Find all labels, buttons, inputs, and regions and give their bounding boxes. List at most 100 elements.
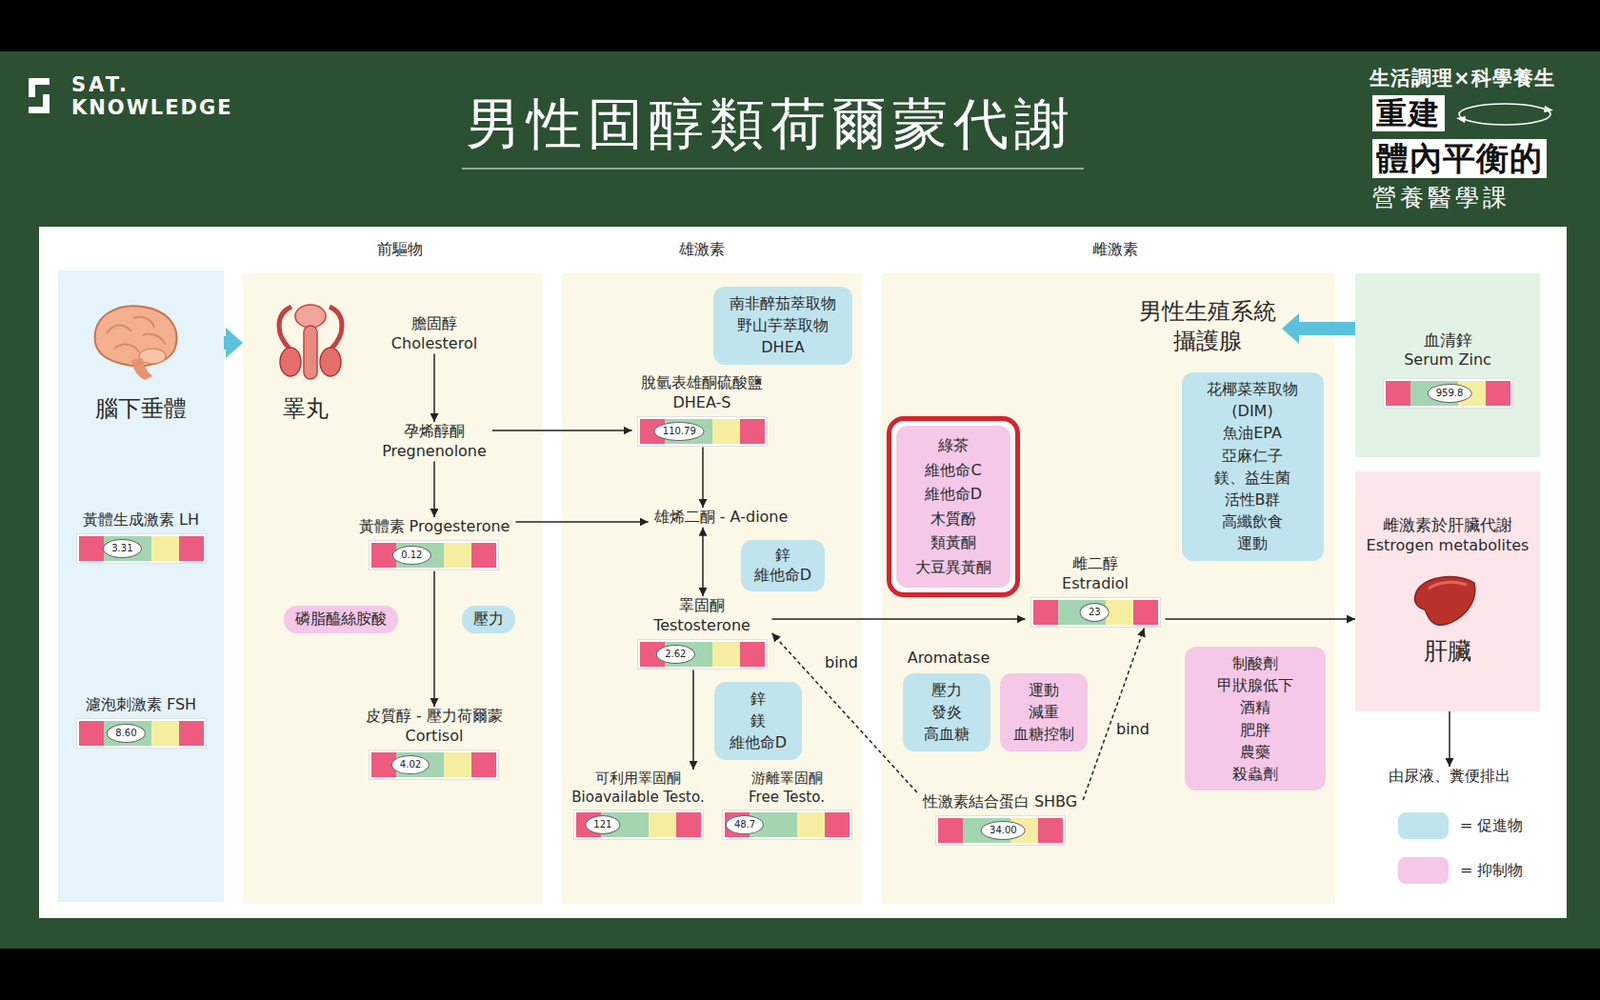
liver-illustration [1414, 577, 1475, 626]
label-text: Estrogen metabolites [1366, 536, 1530, 557]
label-text: 脫氫表雄酮硫酸鹽 [638, 373, 767, 394]
nutrient-box: 鋅鎂維他命D [714, 681, 802, 760]
label-text: 游離睪固酮 [722, 769, 852, 789]
brain-fold [106, 317, 166, 353]
text-slot: bind [1116, 720, 1150, 740]
connector [1082, 628, 1144, 800]
gauge-bar: 2.62 [638, 640, 767, 669]
text-slot: 前驅物 [377, 240, 423, 260]
testis [280, 347, 301, 377]
label-text: 木質酚 [905, 506, 1001, 532]
text-slot: 男性固醇類荷爾蒙代謝 [465, 91, 1076, 159]
nutrient-box: 花椰菜萃取物(DIM)魚油EPA亞麻仁子鎂、益生菌活性B群高纖飲食運動 [1181, 372, 1324, 561]
text-slot: 腦下垂體 [95, 394, 187, 424]
label-text: 壓力 [914, 679, 980, 701]
hormone-node: 性激素結合蛋白 SHBG 34.00 [917, 792, 1083, 847]
connector [433, 461, 436, 518]
bladder [295, 304, 326, 328]
hormone-node: 睪固酮Testosterone2.62 [632, 596, 773, 671]
text-slot: 重建 [1372, 95, 1445, 132]
label-text: 睪丸 [282, 394, 329, 424]
label-text: Estradiol [1031, 574, 1160, 595]
label-text: 野山芋萃取物 [724, 314, 841, 337]
text-node: 男性生殖系統攝護腺 [1133, 297, 1282, 357]
gauge-value: 2.62 [656, 644, 695, 664]
gauge-bar: 34.00 [936, 816, 1065, 845]
value-number: 2.62 [664, 648, 686, 660]
green-ground [0, 51, 1600, 949]
label-text: 花椰菜萃取物 [1193, 378, 1313, 400]
gauge-bar: 110.79 [638, 417, 767, 446]
label-text: Cholesterol [391, 334, 478, 355]
nutrient-box: 南非醉茄萃取物野山芋萃取物DHEA [713, 286, 853, 365]
shaft [303, 325, 318, 380]
label-text: 南非醉茄萃取物 [724, 292, 841, 315]
label-text: Free Testo. [722, 788, 852, 808]
label-text: 肥胖 [1196, 719, 1315, 741]
label-text: KNOWLEDGE [71, 96, 234, 120]
text-slot: 雌激素於肝臟代謝 [1382, 514, 1513, 536]
label-text: 運動 [1011, 679, 1077, 701]
pill-box: 磷脂醯絲胺酸 [283, 605, 399, 634]
label-text: 發炎 [914, 700, 980, 723]
connector [692, 670, 695, 770]
connector [1281, 313, 1356, 344]
cycle-arrowhead [1456, 116, 1466, 123]
gauge-value: 23 [1080, 602, 1110, 622]
label-text: 農藥 [1196, 740, 1315, 763]
label-text: 磷脂醯絲胺酸 [295, 609, 387, 630]
gauge-value: 959.8 [1427, 383, 1473, 403]
legend-swatch [1398, 812, 1449, 840]
gauge-value: 3.31 [102, 539, 141, 559]
testis-illustration [279, 304, 342, 380]
connector [701, 527, 704, 597]
label-text: 體內平衡的 [1372, 139, 1547, 179]
gauge-bar: 3.31 [77, 534, 206, 563]
label-text: 男性固醇類荷爾蒙代謝 [465, 91, 1076, 159]
cycle-arrowhead [1543, 105, 1554, 113]
duct [279, 306, 292, 349]
cycle-arrows [1459, 103, 1551, 125]
text-slot: KNOWLEDGE [71, 96, 234, 120]
label-text: Cortisol [365, 726, 503, 747]
label-text: 維他命C [905, 458, 1001, 483]
label-text: Bioavailable Testo. [571, 788, 704, 808]
label-text: 皮質醇 - 壓力荷爾蒙 [365, 706, 503, 727]
connector [772, 633, 918, 793]
label-text: 男性生殖系統 [1139, 297, 1277, 327]
logo-mark [28, 106, 50, 114]
panel: 雄激素南非醉茄萃取物野山芋萃取物DHEA脫氫表雄酮硫酸鹽DHEA-S110.79… [561, 273, 862, 904]
label-text: 甲狀腺低下 [1196, 674, 1315, 697]
nutrient-box: 鋅維他命D [740, 540, 825, 592]
label-text: 攝護腺 [1139, 326, 1277, 357]
hormone-node: 黃體素 Progesterone0.12 [353, 517, 517, 572]
value-number: 121 [593, 819, 612, 831]
label-text: 減重 [1011, 700, 1077, 723]
label-text: DHEA-S [638, 393, 767, 414]
logo-mark [28, 78, 36, 98]
label-text: 前驅物 [377, 240, 423, 260]
label-text: 黃體素 Progesterone [359, 517, 511, 538]
text-slot: 血清鋅 [1423, 329, 1473, 351]
label-text: 維他命D [725, 731, 791, 754]
gauge-bar: 0.12 [369, 540, 499, 570]
label-text: 鎂 [725, 709, 791, 732]
label-text: 由尿液、糞便排出 [1388, 766, 1511, 787]
text-slot: 睪丸 [282, 394, 329, 424]
text-slot: SAT. [71, 73, 130, 98]
text-slot: 生活調理×科學養生 [1369, 66, 1556, 91]
label-text: 腦下垂體 [95, 394, 187, 424]
label-text: 可利用睪固酮 [571, 769, 704, 789]
label-text: SAT. [71, 73, 130, 98]
text-node: 膽固醇Cholesterol [385, 314, 483, 355]
label-text: 綠茶 [905, 433, 1001, 459]
connector [515, 520, 648, 523]
value-number: 23 [1088, 606, 1101, 619]
liver-highlight [1428, 581, 1467, 589]
label-text: 性激素結合蛋白 SHBG [922, 792, 1078, 813]
label-text: 濾泡刺激素 FSH [77, 695, 206, 716]
label-text: 維他命D [905, 481, 1001, 507]
text-slot: Aromatase [907, 648, 991, 667]
label-text: = 抑制物 [1460, 860, 1524, 881]
text-node: 由尿液、糞便排出 [1382, 766, 1517, 787]
